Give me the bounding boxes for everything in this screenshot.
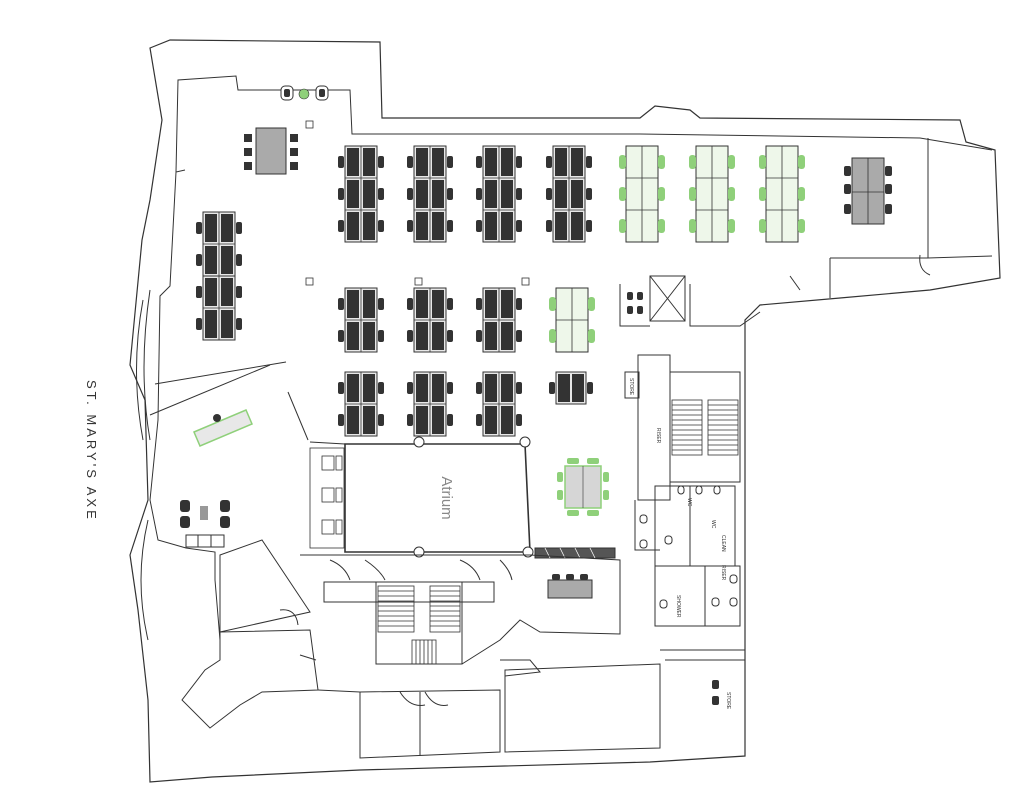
street-label-container: ST. MARY'S AXE [84,380,108,580]
lift-chairs [627,292,643,314]
bench-row [534,547,616,599]
meeting-table-top-left [244,127,298,175]
booths [309,447,345,549]
store-label-1: STORE [628,378,634,396]
atrium-label: Atrium [438,476,455,519]
shower-label: SHOWER [675,595,681,618]
street-label: ST. MARY'S AXE [84,380,99,522]
meeting-table-green [557,458,609,516]
desk-bank-left [195,211,243,341]
right-rooms [619,138,993,327]
store-label-2: STORE [725,692,731,710]
lounge-left [149,361,309,447]
desk-clusters-top-row [337,145,806,243]
riser-label: RISER [655,428,661,444]
meeting-table-right [844,157,892,225]
wc-label-1: WC [686,498,692,507]
atrium: Atrium [309,436,534,558]
bottom-right-chairs [712,680,719,705]
stairs-right [671,399,739,456]
lower-core [300,554,621,665]
inner-wall [175,75,993,173]
clean-label: CLEAN [720,535,726,552]
riser-label-2: RISER [720,565,726,581]
wc-label-2: WC [710,520,716,529]
lounge-seating [180,500,230,548]
service-core [624,354,741,627]
bottom-rooms [181,539,746,759]
service-labels: RISER STORE WC WC CLEAN SHOWER RISER STO… [628,378,731,710]
desk-clusters-middle [337,287,596,437]
wc-fixtures [639,485,738,609]
stairs-lower [377,585,461,665]
reception-seating [280,85,329,101]
